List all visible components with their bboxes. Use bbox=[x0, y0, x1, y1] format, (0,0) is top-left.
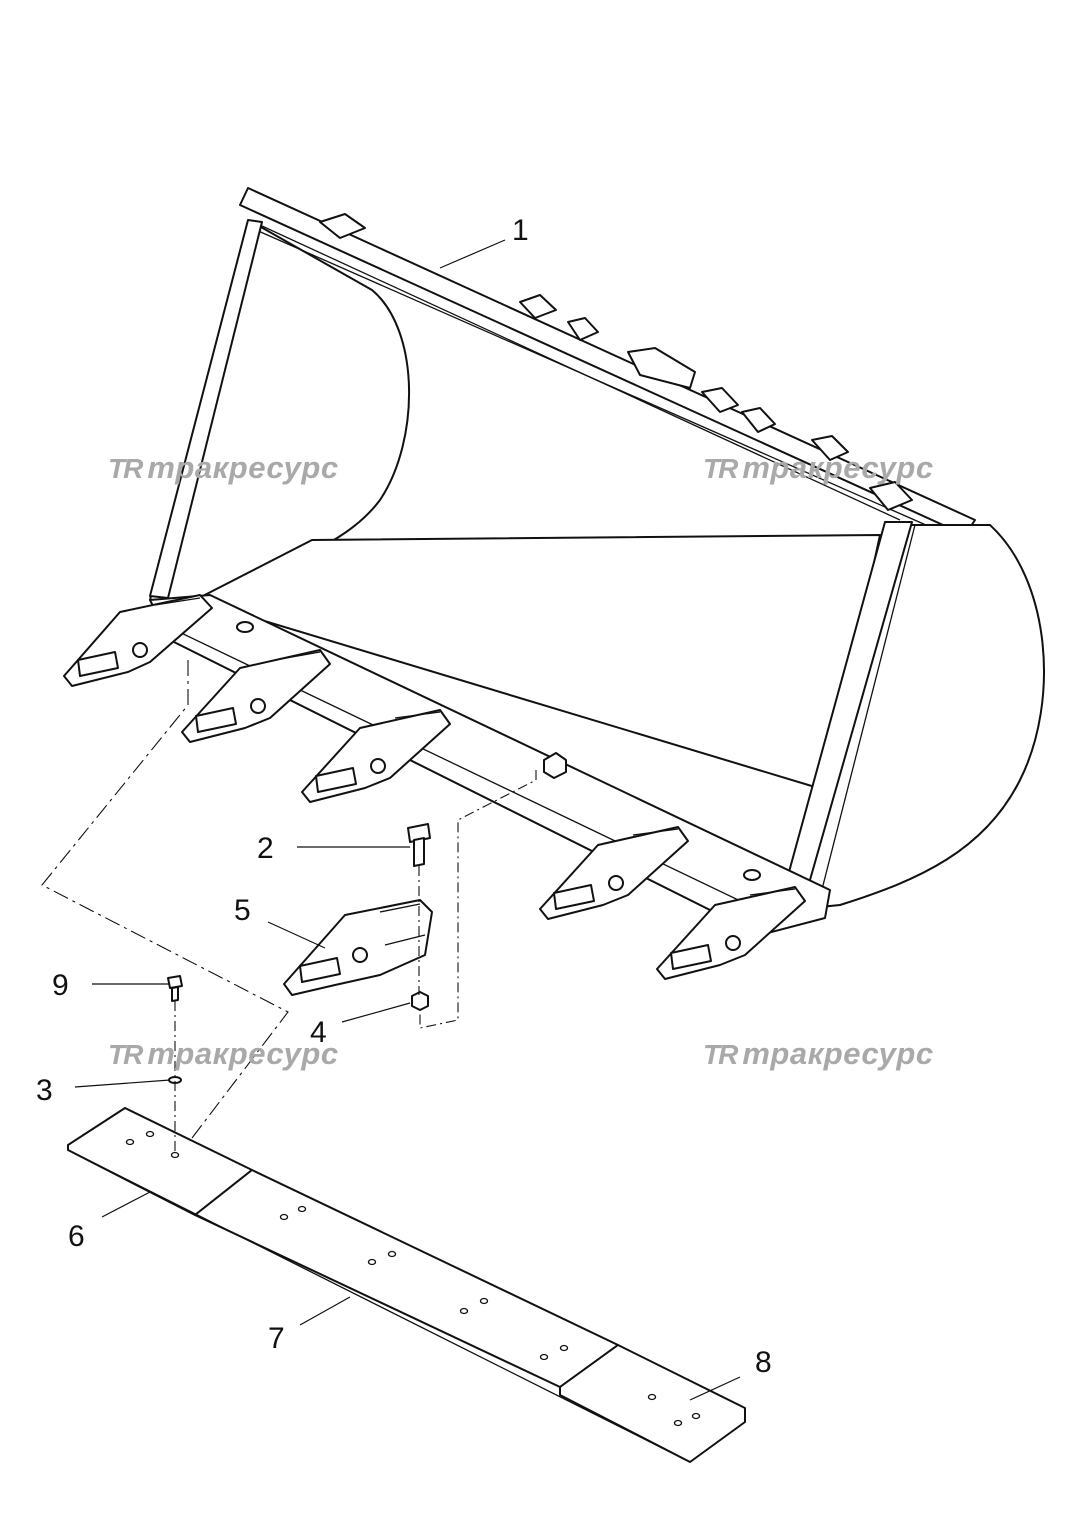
part-5-tooth bbox=[283, 899, 433, 996]
callout-7: 7 bbox=[268, 1322, 285, 1355]
part-4-nut bbox=[411, 991, 429, 1011]
watermark-logo: TR bbox=[703, 1039, 738, 1070]
watermark-text: тракресурс bbox=[742, 1036, 934, 1071]
callout-1: 1 bbox=[512, 214, 529, 247]
watermark-text: тракресурс bbox=[147, 450, 339, 485]
bucket-assembly bbox=[149, 187, 1045, 936]
bucket-top-beam bbox=[239, 187, 976, 536]
bucket-teeth bbox=[63, 594, 806, 980]
callout-8: 8 bbox=[755, 1346, 772, 1379]
part-7-edge-segment bbox=[194, 1169, 619, 1388]
bucket-right-side-plate bbox=[789, 524, 1045, 911]
watermark-logo: TR bbox=[108, 453, 143, 484]
assembly-dash-lines bbox=[41, 660, 537, 1155]
tooth-5 bbox=[656, 886, 806, 980]
callout-2: 2 bbox=[257, 832, 274, 865]
callout-4: 4 bbox=[310, 1016, 327, 1049]
part-8-edge-segment bbox=[559, 1344, 746, 1463]
tooth-4 bbox=[539, 826, 689, 920]
callout-5: 5 bbox=[234, 894, 251, 927]
watermark-text: тракресурс bbox=[147, 1036, 339, 1071]
watermark-logo: TR bbox=[703, 453, 738, 484]
part-2-bolt bbox=[407, 823, 431, 867]
watermark-text: тракресурс bbox=[742, 450, 934, 485]
tooth-1 bbox=[63, 594, 213, 687]
callout-9: 9 bbox=[52, 969, 69, 1002]
callout-3: 3 bbox=[36, 1074, 53, 1107]
tooth-2 bbox=[181, 649, 331, 743]
callout-6: 6 bbox=[68, 1220, 85, 1253]
tooth-3 bbox=[301, 709, 451, 803]
cutting-edge-segments bbox=[67, 1107, 746, 1463]
watermark-logo: TR bbox=[108, 1039, 143, 1070]
leader-lines bbox=[74, 239, 741, 1401]
callout-numbers: 1 2 3 4 5 6 7 8 9 bbox=[36, 214, 772, 1379]
part-9-bolt bbox=[167, 975, 183, 1002]
